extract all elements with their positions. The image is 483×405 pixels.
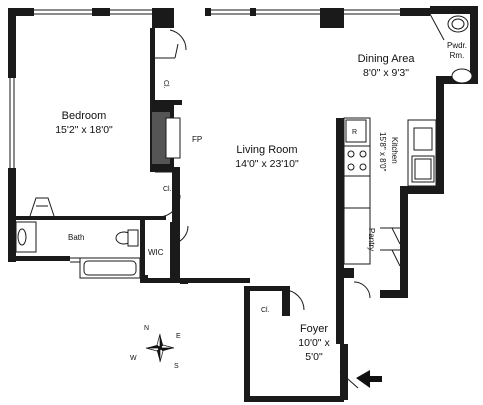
powder-toilet-icon [447,15,469,33]
fridge-icon [345,119,367,143]
bathtub-icon [79,257,141,279]
bath-name: Bath [68,233,84,242]
living-room-dims: 14'0" x 23'10" [235,158,299,170]
bedroom-dims: 15'2" x 18'0" [55,124,113,136]
foyer-name: Foyer [300,323,328,335]
svg-text:R: R [352,129,357,136]
kitchen-name: Kitchen [390,137,399,164]
dishwasher-icon [413,127,433,151]
room-labels: Bedroom 15'2" x 18'0" Living Room 14'0" … [55,41,467,363]
stove-icon [343,145,371,177]
compass: N E W S [130,325,181,370]
powder-room-line2: Rm. [450,51,465,60]
compass-e: E [176,333,181,340]
fireplace-label: FP [192,135,202,144]
wic-name: WIC [148,248,164,257]
closet-label-bedroom: Cl. [163,186,172,193]
living-room-name: Living Room [236,144,297,156]
walls [8,6,478,402]
dining-area-name: Dining Area [358,53,416,65]
compass-s: S [174,363,179,370]
foyer-dims-line1: 10'0" x [298,337,330,349]
compass-n: N [144,325,149,332]
entry-arrow-icon [356,370,382,388]
dining-area-dims: 8'0" x 9'3" [363,67,409,79]
kitchen-dims: 15'8" x 8'0" [378,132,387,172]
closet-label-top: Cl. [162,80,169,89]
powder-sink-icon [451,68,473,84]
fixtures: R [15,13,473,389]
bedroom-name: Bedroom [62,110,107,122]
pantry-name: Pantry [367,228,376,251]
closet-label-foyer: Cl. [261,307,270,314]
foyer-dims-line2: 5'0" [305,351,323,363]
powder-room-line1: Pwdr. [447,41,467,50]
compass-w: W [130,355,137,362]
kitchen-sink-icon [411,155,435,183]
